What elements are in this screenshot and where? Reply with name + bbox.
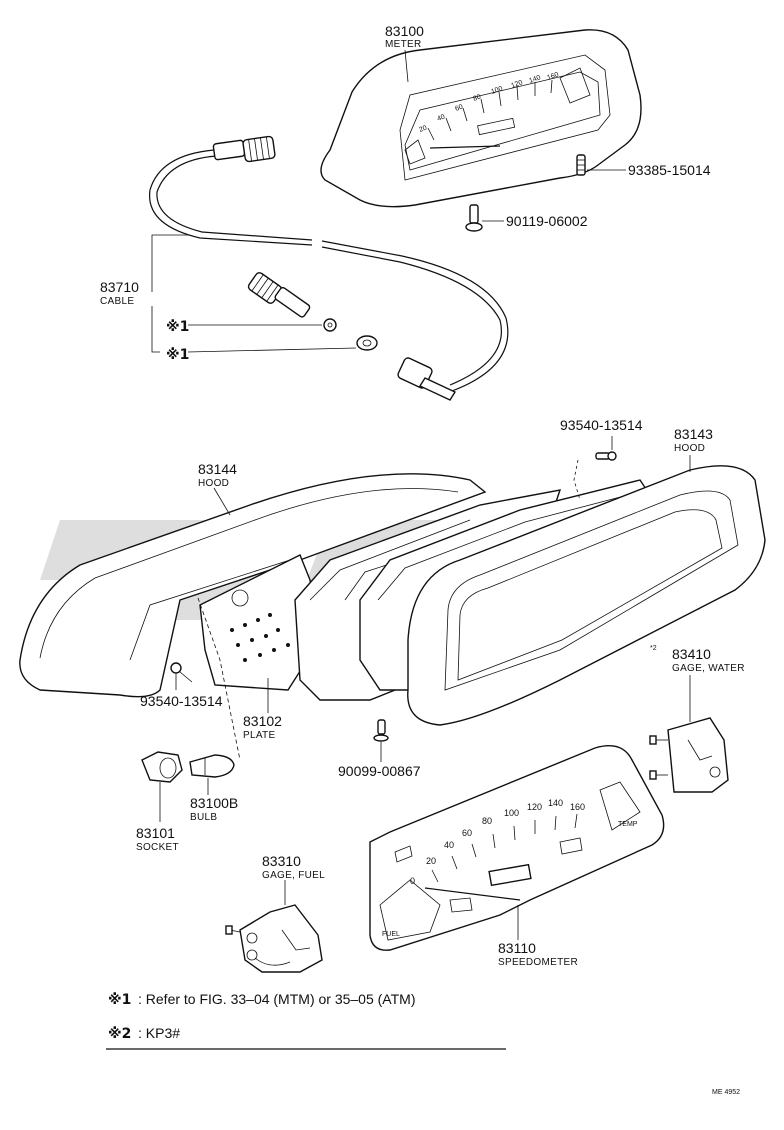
speedometer-83110[interactable]: 0 20 40 60 80 100 120 140 160 FUEL TEMP	[369, 745, 665, 951]
bulb-83100b[interactable]	[189, 754, 235, 778]
washer[interactable]	[323, 318, 337, 332]
svg-text:40: 40	[436, 114, 446, 123]
plate-part-number: 83102	[243, 713, 282, 729]
screw-93385-15014-label: 93385-15014	[628, 162, 711, 178]
screw-icon[interactable]	[170, 662, 193, 683]
svg-text:20: 20	[426, 856, 436, 866]
figure-code: ME 4952	[712, 1089, 740, 1096]
svg-text:140: 140	[528, 74, 541, 85]
hood-83144-part-name: HOOD	[198, 478, 229, 489]
hood-83143-part-name: HOOD	[674, 443, 705, 454]
meter-part-number: 83100	[385, 23, 424, 39]
fuel-gage-83310[interactable]	[225, 904, 323, 973]
ref-1-mark: ※1	[166, 347, 189, 363]
svg-text:100: 100	[490, 85, 503, 96]
svg-text:20: 20	[418, 125, 428, 134]
footnote-2-mark: ※2	[108, 1026, 131, 1042]
svg-text:140: 140	[548, 798, 563, 808]
hood-83144[interactable]	[19, 473, 487, 698]
socket-83101[interactable]	[141, 751, 183, 783]
hood-83143-part-number: 83143	[674, 426, 713, 442]
screw-90119-06002-label: 90119-06002	[506, 213, 588, 229]
svg-text:160: 160	[570, 802, 585, 812]
screw-icon[interactable]	[465, 204, 483, 232]
footnotes: ※1 : Refer to FIG. 33–04 (MTM) or 35–05 …	[106, 991, 506, 1050]
water-gage-part-number: 83410	[672, 646, 711, 662]
footnote-1-text: : Refer to FIG. 33–04 (MTM) or 35–05 (AT…	[138, 991, 415, 1007]
fuel-dial-label: FUEL	[382, 931, 400, 938]
screw-icon[interactable]	[576, 154, 586, 176]
svg-text:0: 0	[410, 876, 415, 886]
screw-90099-00867-label: 90099-00867	[338, 763, 421, 779]
svg-text:120: 120	[527, 802, 542, 812]
footnote-2-text: : KP3#	[138, 1025, 180, 1041]
ref-1-mark: ※1	[166, 319, 189, 335]
speedometer-part-number: 83110	[498, 940, 536, 956]
svg-text:100: 100	[504, 808, 519, 818]
dial-ticks: 0 20 40 60 80 100 120 140 160	[410, 798, 585, 886]
svg-text:80: 80	[472, 94, 482, 103]
screw-icon[interactable]	[595, 451, 617, 461]
speedometer-cable-83710[interactable]	[149, 135, 509, 401]
hood-83143[interactable]	[407, 465, 766, 726]
driven-gear[interactable]	[247, 271, 311, 318]
socket-part-name: SOCKET	[136, 842, 179, 853]
meter-part-name: METER	[385, 39, 422, 50]
svg-text:40: 40	[444, 840, 454, 850]
meter-assembly-83100[interactable]: 20 40 60 80 100 120 140 160	[320, 29, 642, 208]
svg-text:60: 60	[454, 104, 464, 113]
cable-part-name: CABLE	[100, 296, 134, 307]
svg-text:120: 120	[510, 79, 523, 90]
water-gage-part-name: GAGE, WATER	[672, 663, 745, 674]
footnote-1-mark: ※1	[108, 992, 131, 1008]
svg-text:60: 60	[462, 828, 472, 838]
plate-part-name: PLATE	[243, 730, 275, 741]
socket-part-number: 83101	[136, 825, 175, 841]
speedometer-part-name: SPEEDOMETER	[498, 957, 578, 968]
water-gage-83410[interactable]	[649, 717, 729, 793]
svg-text:80: 80	[482, 816, 492, 826]
fuel-gage-part-number: 83310	[262, 853, 301, 869]
grommet[interactable]	[356, 335, 378, 351]
cable-part-number: 83710	[100, 279, 139, 295]
screw-93540-13514-top-label: 93540-13514	[560, 417, 643, 433]
screw-93540-13514-left-label: 93540-13514	[140, 693, 223, 709]
temp-dial-label: TEMP	[618, 821, 638, 828]
water-gage-mark: *2	[650, 645, 657, 652]
fuel-gage-part-name: GAGE, FUEL	[262, 870, 325, 881]
bulb-part-name: BULB	[190, 812, 217, 823]
screw-icon[interactable]	[373, 719, 389, 742]
bulb-part-number: 83100B	[190, 795, 238, 811]
svg-text:160: 160	[546, 71, 559, 82]
hood-83144-part-number: 83144	[198, 461, 237, 477]
